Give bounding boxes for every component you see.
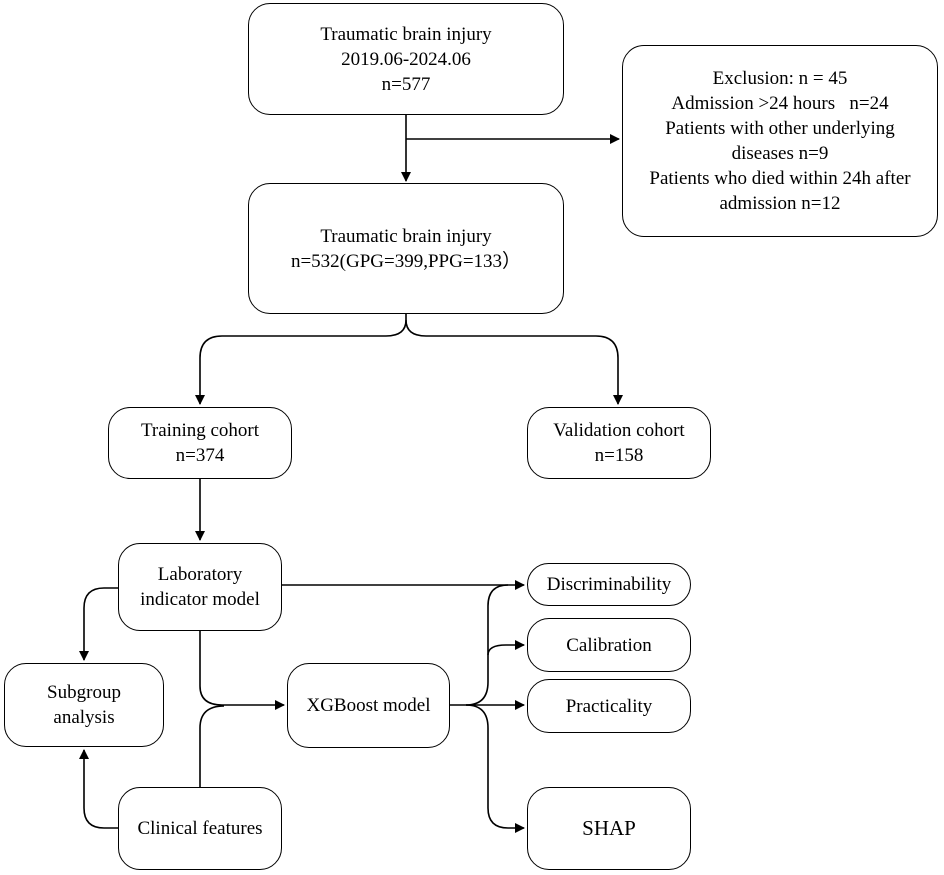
tbi-total-line1: Traumatic brain injury: [320, 225, 492, 247]
clinical-features-box: Clinical features: [118, 787, 282, 870]
lab-model-line2: indicator model: [140, 589, 260, 610]
tbi-start-line2: 2019.06-2024.06: [341, 48, 471, 70]
practicality-box: Practicality: [527, 679, 691, 733]
discriminability-label: Discriminability: [546, 574, 672, 595]
validation-line2: n=158: [594, 445, 644, 466]
clinical-label: Clinical features: [137, 818, 263, 839]
tbi-total-box: Traumatic brain injury n=532(GPG=399,PPG…: [248, 183, 564, 314]
tbi-start-line1: Traumatic brain injury: [320, 23, 492, 45]
tbi-total-line2: n=532(GPG=399,PPG=133）: [290, 250, 522, 272]
exclusion-line3: Patients with other underlying: [665, 118, 895, 139]
exclusion-line1: Exclusion: n = 45: [712, 68, 848, 89]
exclusion-line5: Patients who died within 24h after: [649, 168, 911, 189]
arrow-clinical-to-xgboost: [199, 705, 225, 787]
tbi-start-line3: n=577: [381, 73, 431, 95]
exclusion-box: Exclusion: n = 45 Admission >24 hours n=…: [622, 45, 938, 237]
exclusion-line6: admission n=12: [719, 193, 841, 214]
training-cohort-box: Training cohort n=374: [108, 407, 292, 479]
training-line1: Training cohort: [140, 420, 260, 441]
discriminability-box: Discriminability: [527, 563, 691, 606]
training-line2: n=374: [175, 445, 225, 466]
subgroup-analysis-box: Subgroup analysis: [4, 663, 164, 747]
xgboost-label: XGBoost model: [306, 695, 431, 716]
shap-box: SHAP: [527, 787, 691, 870]
arrow-lab-to-subgroup: [79, 587, 118, 661]
subgroup-line2: analysis: [53, 707, 115, 728]
exclusion-line4: diseases n=9: [731, 143, 829, 164]
practicality-label: Practicality: [565, 695, 653, 717]
line-total-split-right: [405, 319, 623, 405]
validation-line1: Validation cohort: [553, 420, 685, 441]
line-total-split: [195, 314, 407, 405]
arrow-to-shap: [465, 704, 525, 833]
xgboost-model-box: XGBoost model: [287, 663, 450, 748]
lab-model-line1: Laboratory: [157, 564, 243, 585]
arrow-to-calibration: [487, 640, 525, 656]
tbi-start-box: Traumatic brain injury 2019.06-2024.06 n…: [248, 3, 564, 115]
arrow-lab-to-xgboost: [199, 631, 285, 710]
calibration-box: Calibration: [527, 618, 691, 672]
validation-cohort-box: Validation cohort n=158: [527, 407, 711, 479]
subgroup-line1: Subgroup: [47, 682, 121, 703]
exclusion-line2: Admission >24 hours n=24: [671, 93, 889, 114]
arrow-to-discrim-branch: [465, 584, 509, 706]
lab-model-box: Laboratory indicator model: [118, 543, 282, 631]
shap-label: SHAP: [582, 816, 636, 840]
calibration-label: Calibration: [566, 634, 652, 656]
arrow-clinical-to-subgroup: [79, 749, 118, 829]
